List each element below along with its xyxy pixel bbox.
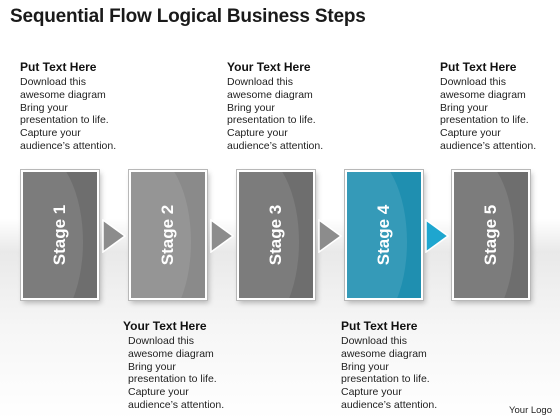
text-block-line: awesome diagram [20,88,106,101]
text-block-line: awesome diagram [440,88,526,101]
stage-label: Stage 3 [266,204,285,266]
page-title: Sequential Flow Logical Business Steps [10,6,366,27]
text-block-stage-3: Your Text Here Download this awesome dia… [227,60,367,153]
stage-label: Stage 1 [50,204,69,266]
text-block-line: presentation to life. [128,373,217,386]
arrow-right-icon [425,219,449,253]
text-block-line: Bring your [128,360,176,373]
text-block-line: audience’s attention. [440,139,537,152]
text-block-heading: Put Text Here [440,60,517,74]
text-block-stage-4: Put Text Here Download this awesome diag… [341,319,481,412]
text-block-heading: Your Text Here [123,319,207,333]
text-block-stage-5: Put Text Here Download this awesome diag… [440,60,555,153]
text-block-line: Capture your [341,386,402,399]
text-block-line: audience’s attention. [227,139,324,152]
text-block-line: awesome diagram [128,347,214,360]
stage-label: Stage 4 [374,204,393,266]
text-block-line: Capture your [128,386,189,399]
stage-box-2: Stage 2 [129,170,207,300]
arrow-right-icon [318,219,342,253]
text-block-heading: Put Text Here [341,319,418,333]
text-block-line: audience’s attention. [341,398,438,411]
stage-label: Stage 5 [481,204,500,266]
text-block-line: Capture your [20,127,81,140]
text-block-heading: Put Text Here [20,60,97,74]
text-block-line: audience’s attention. [128,398,225,411]
stage-box-4: Stage 4 [345,170,423,300]
text-block-stage-1: Put Text Here Download this awesome diag… [20,60,160,153]
text-block-line: Bring your [440,101,488,114]
stage-label: Stage 2 [158,204,177,266]
text-block-line: awesome diagram [227,88,313,101]
text-block-line: presentation to life. [227,114,316,127]
stage-box-1: Stage 1 [21,170,99,300]
text-block-line: Download this [227,76,293,88]
text-block-line: Capture your [227,127,288,140]
arrow-right-icon [210,219,234,253]
text-block-line: presentation to life. [341,373,430,386]
text-block-line: Download this [20,76,86,88]
stage-box-3: Stage 3 [237,170,315,300]
text-block-line: Download this [128,335,194,347]
text-block-line: Capture your [440,127,501,140]
text-block-line: awesome diagram [341,347,427,360]
text-block-line: Bring your [341,360,389,373]
text-block-line: Bring your [227,101,275,114]
text-block-line: presentation to life. [440,114,529,127]
text-block-line: Download this [440,76,506,88]
text-block-heading: Your Text Here [227,60,311,74]
stage-box-5: Stage 5 [452,170,530,300]
text-block-line: Bring your [20,101,68,114]
text-block-line: presentation to life. [20,114,109,127]
arrow-right-icon [102,219,126,253]
logo-text: Your Logo [509,405,552,416]
text-block-stage-2: Your Text Here Download this awesome dia… [123,319,263,412]
text-block-line: audience’s attention. [20,139,117,152]
text-block-line: Download this [341,335,407,347]
